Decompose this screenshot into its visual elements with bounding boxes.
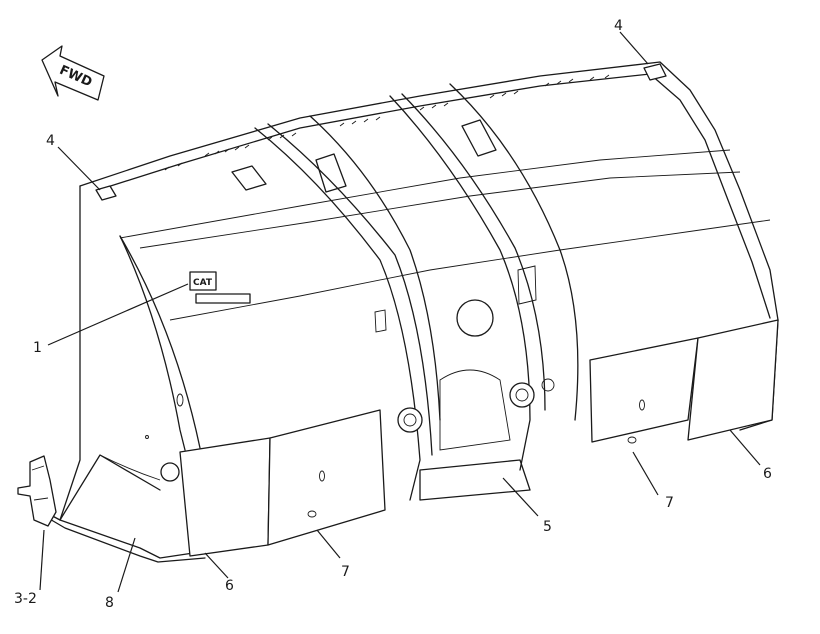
callout-4-left: 4: [46, 133, 55, 149]
side-holes: [145, 393, 184, 482]
callout-5: 5: [543, 519, 552, 535]
callout-6-right: 6: [763, 466, 772, 482]
brand-decal: CAT: [189, 271, 251, 304]
callout-7-right: 7: [665, 495, 674, 511]
callout-4-right: 4: [614, 18, 623, 34]
hitch-brackets: [254, 83, 579, 501]
bucket-body: [44, 61, 779, 563]
corner-adapter: [17, 455, 57, 527]
callout-labels: 1 3-2 4 4 5 6 6 7 7 8: [14, 18, 772, 611]
leader-lines: [39, 31, 761, 593]
wear-plates-right: [589, 319, 779, 444]
top-lugs: [231, 119, 497, 193]
wear-plates-left: [179, 409, 386, 557]
callout-3-2: 3-2: [14, 591, 37, 607]
callout-1: 1: [33, 340, 42, 356]
wear-block-left: [95, 185, 117, 201]
callout-8: 8: [105, 595, 114, 611]
callout-7-left: 7: [341, 564, 350, 580]
top-slots: [164, 74, 610, 171]
fwd-arrow: FWD: [41, 45, 105, 101]
brand-logo: CAT: [193, 278, 213, 288]
callout-6-left: 6: [225, 578, 234, 594]
wear-block-right: [643, 63, 667, 81]
